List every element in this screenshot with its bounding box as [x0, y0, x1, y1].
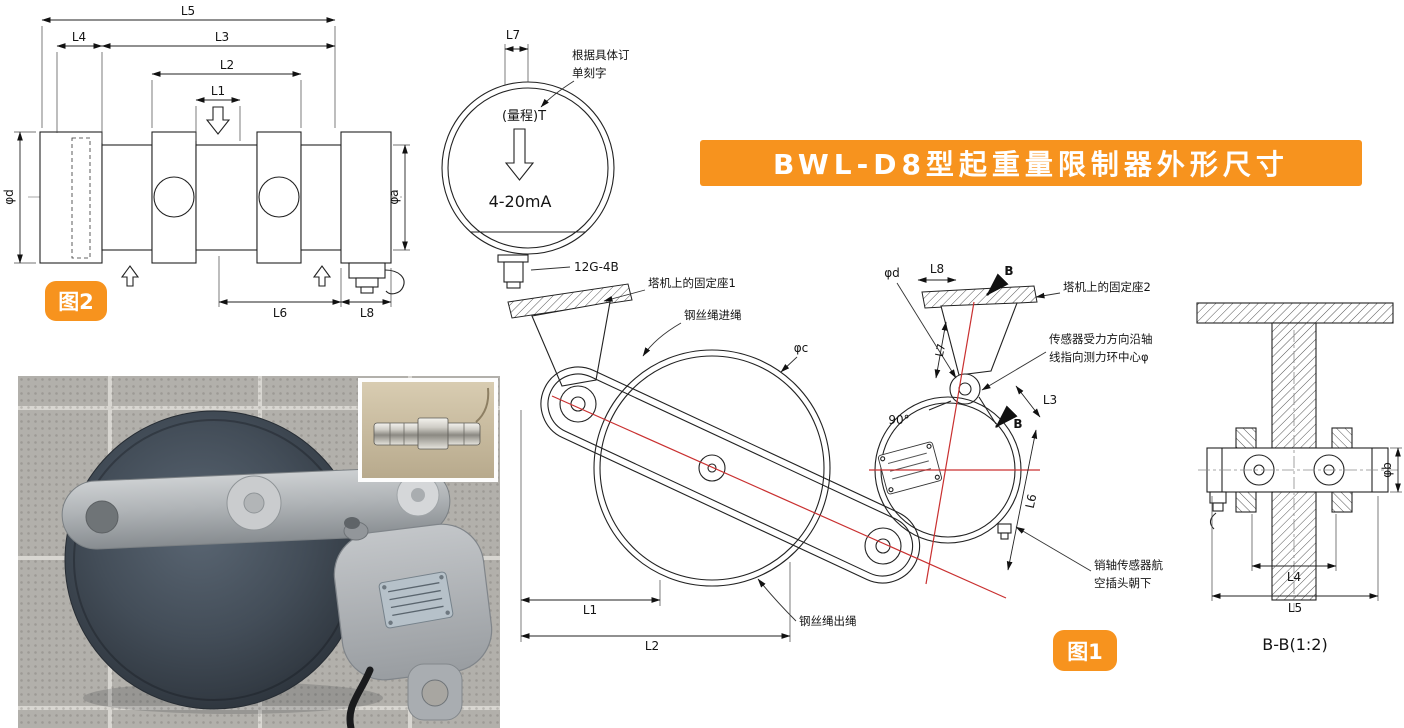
dim-phi-d: φd — [884, 266, 900, 280]
figure1-badge: 图1 — [1053, 630, 1117, 671]
label-plug-line2: 空插头朝下 — [1094, 576, 1152, 590]
ceiling-plate — [1196, 302, 1394, 324]
label-seat1: 塔机上的固定座1 — [648, 276, 736, 290]
dim-l7: L7 — [933, 342, 948, 358]
pin-wire — [475, 387, 490, 423]
sheave-circle — [593, 349, 831, 587]
output-label: 4-20mA — [489, 192, 552, 211]
dim-l5: L5 — [181, 4, 195, 18]
dim-l4: L4 — [1287, 570, 1301, 584]
hidden-bore — [71, 137, 91, 259]
engrave-note-line2: 单刻字 — [572, 66, 607, 80]
figure1-badge-label: 图1 — [1067, 639, 1103, 664]
dial-end-view: L7 根据具体订 单刻字 (量程)T 4-20mA 12G-4B — [441, 28, 630, 289]
dim-l2: L2 — [220, 58, 234, 72]
product-photo — [18, 376, 500, 728]
centerline-diagonal — [551, 395, 1007, 599]
dim-l3: L3 — [215, 30, 229, 44]
label-force-line1: 传感器受力方向沿轴 — [1049, 332, 1153, 346]
angle-90: 90° — [888, 413, 909, 427]
dim-l6: L6 — [1023, 493, 1040, 510]
load-direction-arrow-down — [205, 106, 231, 135]
label-plug-line1: 销轴传感器航 — [1094, 558, 1163, 572]
dim-l6: L6 — [273, 306, 287, 320]
dim-l1: L1 — [583, 603, 597, 617]
section-bb-view: φb L4 L5 B-B(1:2) — [1196, 302, 1402, 654]
range-label: (量程)T — [502, 109, 546, 124]
dim-l2: L2 — [645, 639, 659, 653]
tab-hole — [421, 679, 449, 707]
dim-l5: L5 — [1288, 601, 1302, 615]
support-arrow-up-left — [120, 265, 140, 287]
figure2-badge-label: 图2 — [58, 290, 94, 314]
dim-phi-a: φa — [387, 189, 401, 204]
seat1-plate — [507, 283, 633, 319]
dim-l7: L7 — [506, 28, 520, 42]
bottom-connector — [497, 254, 529, 263]
inset-photo — [358, 378, 498, 482]
support-arrow-up-right — [312, 265, 332, 287]
dim-phi-d: φd — [2, 189, 16, 205]
sensor-cable — [346, 666, 374, 728]
sensor-housing — [333, 517, 493, 728]
ring-nameplate — [878, 441, 942, 495]
arm-left-hole — [85, 500, 119, 534]
engrave-note-line1: 根据具体订 — [572, 48, 630, 62]
figure2-badge: 图2 — [45, 281, 107, 321]
pivot-right — [864, 527, 902, 565]
dim-l4: L4 — [72, 30, 86, 44]
connector-label: 12G-4B — [574, 260, 619, 274]
pivot-left — [559, 385, 597, 423]
housing-nameplate — [378, 571, 454, 629]
label-force-line2: 线指向测力环中心φ — [1049, 350, 1149, 364]
dial-arrow-down — [504, 128, 535, 181]
seat2-body — [940, 302, 1018, 376]
label-rope-out: 钢丝绳出绳 — [799, 614, 857, 628]
link-arms — [540, 366, 921, 584]
label-seat2: 塔机上的固定座2 — [1063, 280, 1151, 294]
section-mark-b1: B — [1004, 264, 1013, 278]
seat1-body — [531, 301, 611, 387]
hole-right — [258, 176, 300, 218]
cable-curl — [384, 269, 405, 295]
label-rope-in: 钢丝绳进绳 — [684, 308, 742, 322]
section-title: B-B(1:2) — [1262, 635, 1327, 654]
page-title: BWL-D8型起重量限制器外形尺寸 — [773, 148, 1289, 181]
bracket-upper — [1271, 322, 1317, 449]
dim-l1: L1 — [211, 84, 225, 98]
section-mark-b2: B — [1013, 417, 1022, 431]
plug-down — [1209, 491, 1227, 504]
centerline-sensor-axis — [925, 301, 975, 585]
hole-left — [153, 176, 195, 218]
fig2-load-cell-drawing: L5 L4 L3 L2 L1 φd φa — [2, 4, 410, 320]
title-banner: BWL-D8型起重量限制器外形尺寸 — [700, 140, 1362, 186]
connector-body — [348, 262, 386, 279]
pulley-wheel — [64, 410, 364, 710]
dim-l3: L3 — [1043, 393, 1057, 407]
photo-shapes — [61, 378, 498, 728]
dim-l8: L8 — [930, 262, 944, 276]
dim-l8: L8 — [360, 306, 374, 320]
fig1-assembly-drawing: 塔机上的固定座1 钢丝绳进绳 φc 钢丝绳出绳 塔机上的固定座2 传感器受力方向… — [507, 262, 1163, 653]
dim-phi-c: φc — [794, 341, 809, 355]
ring-plug — [997, 523, 1012, 534]
dim-phi-b: φb — [1380, 462, 1394, 478]
